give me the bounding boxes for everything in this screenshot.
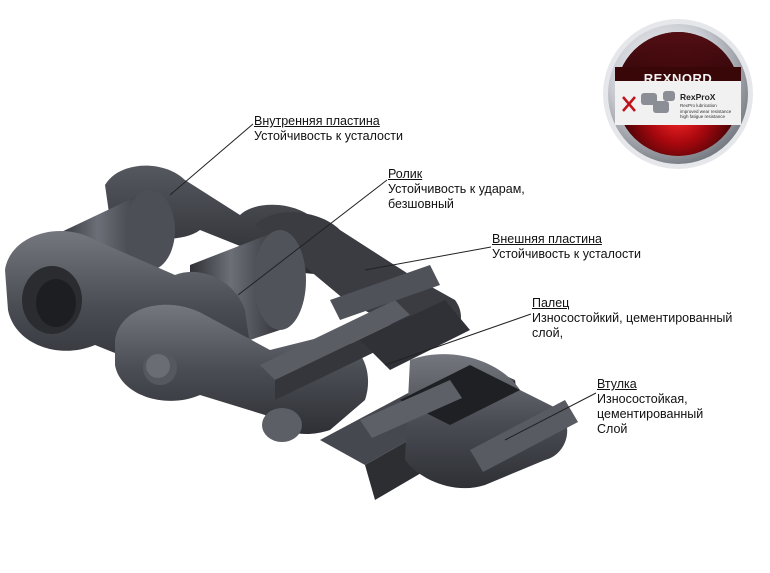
badge-brand: REXNORD (643, 71, 713, 86)
red-x-icon (622, 96, 636, 112)
rexnord-badge (603, 19, 753, 169)
callout-title: Внутренняя пластина (254, 114, 380, 128)
callout-desc: Устойчивость к ударам, безшовный (388, 182, 525, 211)
callout-bushing: Втулка Износостойкая, цементированный Сл… (597, 377, 703, 437)
badge-line: improved wear resistance (680, 108, 732, 114)
chain-links-icon (641, 91, 675, 113)
callout-title: Ролик (388, 167, 423, 181)
callout-roller: Ролик Устойчивость к ударам, безшовный (388, 167, 525, 212)
callout-pin: Палец Износостойкий, цементированный сло… (532, 296, 732, 341)
front-outer-plate (115, 304, 369, 435)
leader-lines (169, 123, 597, 441)
callout-outer-plate: Внешняя пластина Устойчивость к усталост… (492, 232, 641, 262)
back-outer-plate (255, 212, 461, 345)
badge-product: RexProX (680, 92, 716, 102)
pin-bars (260, 265, 470, 442)
badge-lines: RexPro lubrication improved wear resista… (680, 103, 731, 120)
callout-desc: Устойчивость к усталости (492, 247, 641, 261)
callout-title: Втулка (597, 377, 637, 391)
leader-outer-plate (364, 246, 492, 271)
callout-inner-plate: Внутренняя пластина Устойчивость к устал… (254, 114, 403, 144)
callout-title: Внешняя пластина (492, 232, 602, 246)
callout-desc: Износостойкая, цементированный Слой (597, 392, 704, 436)
leader-inner-plate (169, 123, 254, 196)
badge-text: REXNORD RexProX RexPro lubrication impro… (603, 19, 753, 169)
badge-line: RexPro lubrication (680, 103, 717, 108)
leader-roller (237, 179, 388, 296)
callout-desc: Износостойкий, цементированный слой, (532, 311, 733, 340)
callout-desc: Устойчивость к усталости (254, 129, 403, 143)
leader-pin (384, 313, 532, 366)
leader-bushing (504, 392, 597, 441)
callout-title: Палец (532, 296, 570, 310)
bushing-link (320, 354, 578, 500)
badge-line: high fatigue resistance (680, 114, 726, 119)
